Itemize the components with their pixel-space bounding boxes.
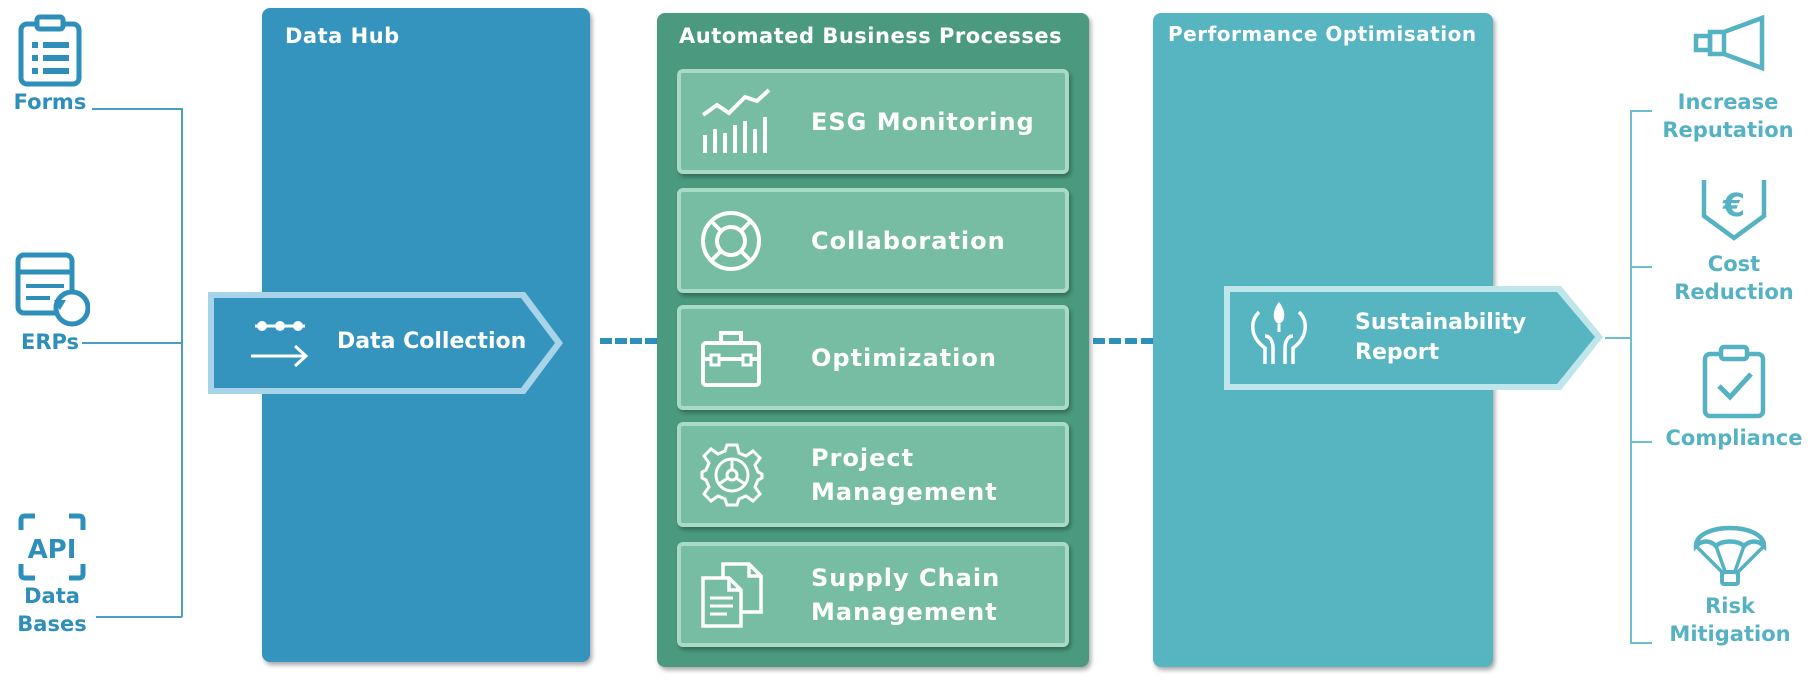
connector-line <box>82 342 182 344</box>
performance-title: Performance Optimisation <box>1168 22 1477 46</box>
data-flow-icon <box>251 321 309 368</box>
euro-shield-icon: € <box>1701 180 1767 241</box>
gear-icon <box>700 443 764 506</box>
dashed-connector <box>1093 338 1153 344</box>
svg-text:€: € <box>1722 186 1745 224</box>
connector-line <box>92 108 182 110</box>
process-card-collaboration: Collaboration <box>677 188 1069 293</box>
connector-line <box>1605 337 1631 339</box>
source-label: Data Bases <box>17 584 87 636</box>
api-icon: API <box>18 513 86 581</box>
connector-line <box>96 616 182 618</box>
data-hub-title: Data Hub <box>285 24 400 48</box>
source-label: Forms <box>13 90 87 114</box>
data-collection-label: Data Collection <box>337 329 527 354</box>
source-databases: API Data Bases <box>10 512 94 638</box>
outcome-label: Cost Reduction <box>1674 252 1794 304</box>
data-collection-arrow <box>208 292 563 394</box>
lifebuoy-icon <box>701 210 761 271</box>
connector-line <box>181 108 183 617</box>
connector-line <box>1630 266 1652 268</box>
outcome-risk-mitigation: Risk Mitigation <box>1660 512 1800 648</box>
connector-line <box>1630 110 1652 112</box>
outcome-label: Compliance <box>1665 426 1803 450</box>
table-refresh-icon <box>15 252 90 327</box>
outcome-reputation: Increase Reputation <box>1658 14 1798 144</box>
process-label: Supply Chain Management <box>811 563 1001 626</box>
source-label: ERPs <box>20 330 80 354</box>
plant-hands-icon <box>1251 302 1307 364</box>
outcome-label: Increase Reputation <box>1662 90 1794 142</box>
clipboard-check-icon <box>1702 344 1766 419</box>
connector-line <box>1630 642 1652 644</box>
automated-processes-title: Automated Business Processes <box>679 24 1063 48</box>
process-label: Optimization <box>811 343 997 372</box>
connector-line <box>1630 110 1632 643</box>
svg-text:API: API <box>28 535 77 565</box>
process-label: ESG Monitoring <box>811 107 1035 136</box>
sustainability-report-arrow <box>1224 286 1603 390</box>
process-card-optimization: Optimization <box>677 305 1069 410</box>
source-erps: ERPs <box>10 252 90 356</box>
documents-icon <box>701 561 763 628</box>
chart-trend-icon <box>701 88 771 153</box>
toolbox-icon <box>701 330 761 387</box>
megaphone-icon <box>1693 14 1765 72</box>
dashed-connector <box>600 338 657 344</box>
process-card-project-management: Project Management <box>677 422 1069 527</box>
process-card-esg: ESG Monitoring <box>677 69 1069 174</box>
process-label: Collaboration <box>811 226 1006 255</box>
outcome-label: Risk Mitigation <box>1669 594 1791 646</box>
source-forms: Forms <box>10 14 90 116</box>
outcome-compliance: Compliance <box>1664 344 1804 452</box>
clipboard-list-icon <box>18 14 82 87</box>
connector-line <box>1630 441 1652 443</box>
parachute-icon <box>1693 525 1767 586</box>
process-label: Project Management <box>811 443 998 506</box>
sustainability-report-label: Sustainability Report <box>1355 310 1527 365</box>
process-card-supply-chain: Supply Chain Management <box>677 542 1069 647</box>
outcome-cost-reduction: € Cost Reduction <box>1664 176 1804 306</box>
